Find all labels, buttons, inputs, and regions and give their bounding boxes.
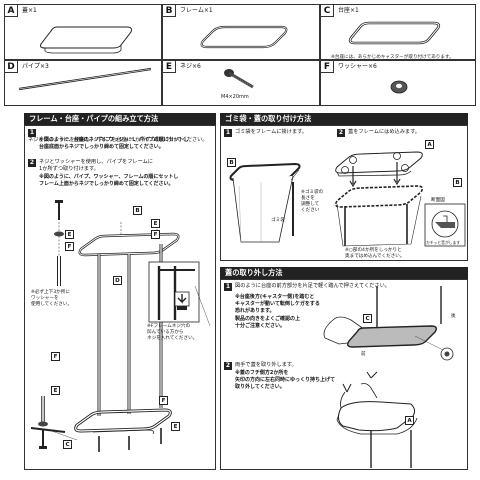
assembly-section-title: フレーム・台座・パイプの組み立て方法	[24, 113, 216, 125]
label-f-washer: F	[151, 230, 160, 239]
screw-illustration	[224, 69, 254, 89]
label-c-base-removal: C	[363, 314, 372, 323]
part-b-label: フレーム×1	[180, 7, 213, 14]
assembly-step-1: 1ネジとワッシャーを使用し、パイプを台座に1か所ずつ取り付けてください。	[28, 129, 214, 144]
part-a-letter: A	[5, 5, 18, 17]
screw-hole-note: ※Fフレームネジ穴の 凹んでいる方から ネジを入れてください。	[147, 324, 198, 341]
part-d-letter: D	[5, 61, 18, 73]
label-e-bottom: E	[51, 386, 60, 395]
part-f-cell: F ワッシャー×6	[320, 60, 476, 106]
lid-removal-section-title: 蓋の取り外し方法	[220, 267, 468, 279]
part-c-cell: C 台座×1 ※台座には、あらかじめキャスターが取り付けてあります。	[320, 4, 476, 60]
label-e-screw: E	[151, 219, 160, 228]
label-d-pipe: D	[113, 276, 122, 285]
part-b-letter: B	[163, 5, 176, 17]
label-f-base: F	[159, 396, 168, 405]
label-f-washer-left: F	[65, 242, 74, 251]
screw-size-note: M4×20mm	[221, 94, 249, 100]
frame-illustration	[200, 25, 288, 49]
step-number: 1	[224, 129, 232, 137]
bag-label: ゴミ袋	[271, 218, 285, 223]
step-text: ネジとワッシャーを使用し、パイプをフレームに 1か所ずつ取り付けます。	[39, 159, 153, 173]
part-e-letter: E	[163, 61, 176, 73]
parts-list: A 蓋×1 B フレーム×1 C 台座×1 ※台座には、あらかじめキャスターが取…	[4, 4, 476, 108]
step-text: ネジとワッシャーを使用し、パイプを台座に1か所ずつ取り付けてください。	[28, 137, 208, 143]
lid-illustration	[40, 26, 132, 54]
label-b-bag-step: B	[227, 158, 236, 167]
step-text: 両手で蓋を取り外します。	[235, 362, 297, 368]
label-b-frame-step2: B	[453, 178, 462, 187]
bag-section-title: ゴミ袋・蓋の取り付け方法	[220, 113, 468, 125]
pipe-illustration	[18, 67, 152, 91]
step-text: ゴミ袋をフレームに掛けます。	[235, 129, 307, 135]
assembly-step-1-note: ※図のように、台座のネジ穴にワッシャー、パイプの順にセットし 台座底面からネジで…	[39, 137, 189, 151]
label-b-frame: B	[133, 206, 142, 215]
step-text: 蓋をフレームにはめ込みます。	[348, 129, 420, 135]
step-number: 1	[28, 129, 36, 137]
step-number: 2	[337, 129, 345, 137]
bag-diagram	[229, 151, 466, 247]
label-e-base: E	[171, 422, 180, 431]
label-c-base: C	[63, 440, 72, 449]
part-c-letter: C	[321, 5, 334, 17]
part-d-cell: D パイプ×3	[4, 60, 162, 106]
part-e-label: ネジ×6	[180, 63, 201, 70]
label-e-screw-left: E	[65, 230, 74, 239]
base-illustration	[348, 21, 441, 45]
part-c-note: ※台座には、あらかじめキャスターが取り付けてあります。	[331, 55, 454, 60]
removal-step-2-note: ※蓋のフチ側方2か所を 矢印の方向に左右同時にゆっくり持ち上げて 取り外してくだ…	[235, 370, 336, 391]
step-number: 2	[224, 362, 232, 370]
part-a-label: 蓋×1	[22, 7, 37, 14]
removal-diagram	[323, 286, 454, 468]
removal-step-1-warning: ※台座後方(キャスター側)を踏むと キャスターが動いて転倒しケガをする 恐れがあ…	[235, 294, 320, 329]
part-d-label: パイプ×3	[22, 63, 49, 70]
washer-illustration	[390, 80, 408, 94]
label-f-bottom: F	[51, 352, 60, 361]
cross-section-title: 断面図	[431, 198, 445, 203]
assembly-step-2-note: ※図のように、パイプ、ワッシャー、フレームの順にセットし フレーム上面からネジで…	[39, 174, 179, 188]
cross-section-caption: カチッと音がします	[426, 240, 461, 245]
part-b-cell: B フレーム×1	[162, 4, 320, 60]
step-number: 2	[28, 159, 36, 167]
assembly-section: 1ネジとワッシャーを使用し、パイプを台座に1か所ずつ取り付けてください。 ※図の…	[24, 125, 216, 470]
washer-usage-note: ※必ず上下3か所に ワッシャーを 使用してください。	[31, 290, 73, 307]
snap-fit-note: ※○部の4か所をしっかりと 奥まではめ込んでください。	[345, 248, 405, 259]
part-c-label: 台座×1	[338, 7, 359, 14]
part-f-label: ワッシャー×6	[338, 63, 377, 70]
front-label: 前	[361, 352, 366, 357]
back-label: 後	[451, 314, 456, 319]
part-f-letter: F	[321, 61, 334, 73]
label-a-lid: A	[425, 140, 434, 149]
part-a-cell: A 蓋×1	[4, 4, 162, 60]
assembly-diagram	[30, 200, 211, 452]
step-number: 1	[224, 283, 232, 291]
label-a-lid-removal: A	[405, 416, 414, 425]
bag-length-note: ※ゴミ袋の 長さを 調整して ください	[301, 190, 324, 213]
part-e-cell: E ネジ×6 M4×20mm	[162, 60, 320, 106]
step-text: 図のように台座の前方部分を片足で軽く踏んで押さえてください。	[235, 283, 390, 289]
